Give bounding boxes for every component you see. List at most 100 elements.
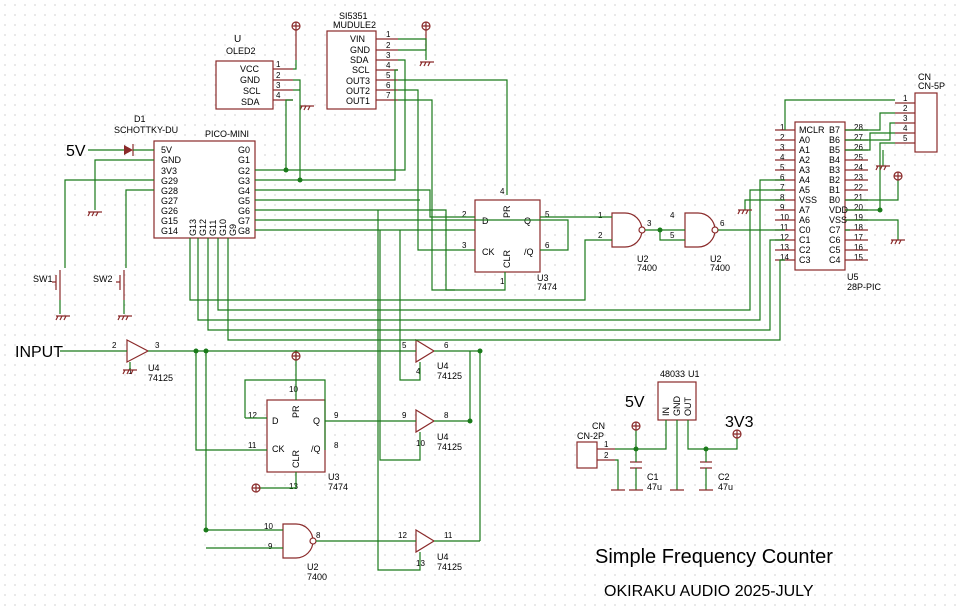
nand-part: 7400 [710,263,730,273]
cn2-name: CN-2P [577,431,604,441]
cn5-pin-num: 3 [903,114,908,123]
sw1-label: SW1 [33,274,53,284]
pic-pin-label: A3 [799,165,810,175]
pic-pin-num: 24 [854,163,863,172]
si5351-module: SI5351 MUDULE2 VIN GND SDA SCL OUT3 OUT2… [326,11,398,110]
pic-pin-label: C3 [799,255,811,265]
oled-module: U OLED2 VCC GND SCL SDA 1 2 3 4 [215,34,293,110]
pic-pin-label: C4 [829,255,841,265]
c1-value: 47u [647,482,662,492]
nand-pin-num: 2 [598,231,603,240]
pic-pin-num: 13 [780,243,789,252]
reg-ref: U1 [688,369,700,379]
buf-ref: U4 [437,361,449,371]
pic-pin-label: B4 [829,155,840,165]
flip-flop-2: D CK Q /Q PR CLR 12 11 9 8 10 13 U3 7474 [248,385,348,492]
si-pin: VIN [350,34,365,44]
si-pin-num: 3 [386,51,391,60]
nand-ref: U2 [307,562,319,572]
cn2-ref: CN [592,421,605,431]
ff-pin: CLR [291,449,301,468]
si-pin: OUT1 [346,96,370,106]
pic-pin-label: B2 [829,175,840,185]
cn5-pin-num: 2 [903,104,908,113]
pic-pin-label: VDD [829,205,849,215]
net-5v-reg: 5V [625,394,645,411]
ff-pin-num: 13 [289,482,298,491]
ff-pin: Q [524,216,531,226]
ff-pin: PR [502,205,512,218]
si-pin-num: 5 [386,71,391,80]
buf-part: 74125 [437,371,462,381]
pic-pin-num: 20 [854,203,863,212]
buf-pin-num: 3 [155,341,160,350]
pico-pin: G9 [228,224,238,236]
ff-pin: /Q [524,247,534,257]
net-3v3: 3V3 [725,414,754,431]
pico-pin: G8 [238,226,250,236]
diode-name: SCHOTTKY-DU [114,125,178,135]
pic-pin-num: 12 [780,233,789,242]
oled-pin-gnd: GND [240,75,261,85]
cn2-pin-num: 2 [604,451,609,460]
buf-part: 74125 [148,373,173,383]
pic-pin-label: B5 [829,145,840,155]
c2-ref: C2 [718,472,730,482]
schematic-title: Simple Frequency Counter [595,546,833,568]
gnd-pico [87,211,102,217]
c1-ref: C1 [647,472,659,482]
ff-pin-num: 12 [248,411,257,420]
ff-pin-num: 10 [289,385,298,394]
ff-pin-num: 3 [462,241,467,250]
ff-part: 7474 [328,482,348,492]
oled-pin-vcc: VCC [240,64,260,74]
pico-pin: G6 [238,206,250,216]
oled-pin-num: 1 [276,60,281,69]
connector-cn2p: CN CN-2P 1 2 [576,421,615,469]
pico-pin: G29 [161,176,178,186]
pic-pin-label: C0 [799,225,811,235]
pic-pin-label: A6 [799,215,810,225]
buf-pin-num: 10 [416,439,425,448]
cn2-pin-num: 1 [604,440,609,449]
pico-pin: G12 [198,219,208,236]
sw2-label: SW2 [93,274,113,284]
reg-pin: OUT [683,397,693,417]
nand-pin-num: 5 [670,231,675,240]
pico-pin: 3V3 [161,166,177,176]
pic-pin-label: MCLR [799,125,825,135]
ff-ref: U3 [537,273,549,283]
pic-pin-num: 1 [780,123,785,132]
pic-pin-num: 15 [854,253,863,262]
pic-pin-num: 4 [780,153,785,162]
pic-pin-num: 22 [854,183,863,192]
buf-pin-num: 8 [444,411,449,420]
pic-pin-num: 2 [780,133,785,142]
schematic-subtitle: OKIRAKU AUDIO 2025-JULY [604,583,814,600]
pic-pin-label: A4 [799,175,810,185]
buf-part: 74125 [437,562,462,572]
pic-pin-label: A2 [799,155,810,165]
ff-pin-num: 6 [545,241,550,250]
pico-pin: G2 [238,166,250,176]
oled-pin-num: 2 [276,71,281,80]
buf-pin-num: 6 [444,341,449,350]
ff-pin: CK [482,247,495,257]
nand-pin-num: 10 [264,522,273,531]
pic-pin-num: 26 [854,143,863,152]
cn5-name: CN-5P [918,81,945,91]
si-pin-num: 1 [386,30,391,39]
oled-pin-sda: SDA [241,97,260,107]
pic-pin-num: 6 [780,173,785,182]
ff-pin: D [482,216,489,226]
buf-pin-num: 4 [416,367,421,376]
pico-pin: G26 [161,206,178,216]
cn5-ref: CN [918,72,931,82]
nand-pin-num: 9 [268,542,273,551]
pic-pin-num: 17 [854,233,863,242]
si-pin-num: 2 [386,41,391,50]
si-pin: SCL [352,65,370,75]
pic-pin-label: VSS [829,215,847,225]
